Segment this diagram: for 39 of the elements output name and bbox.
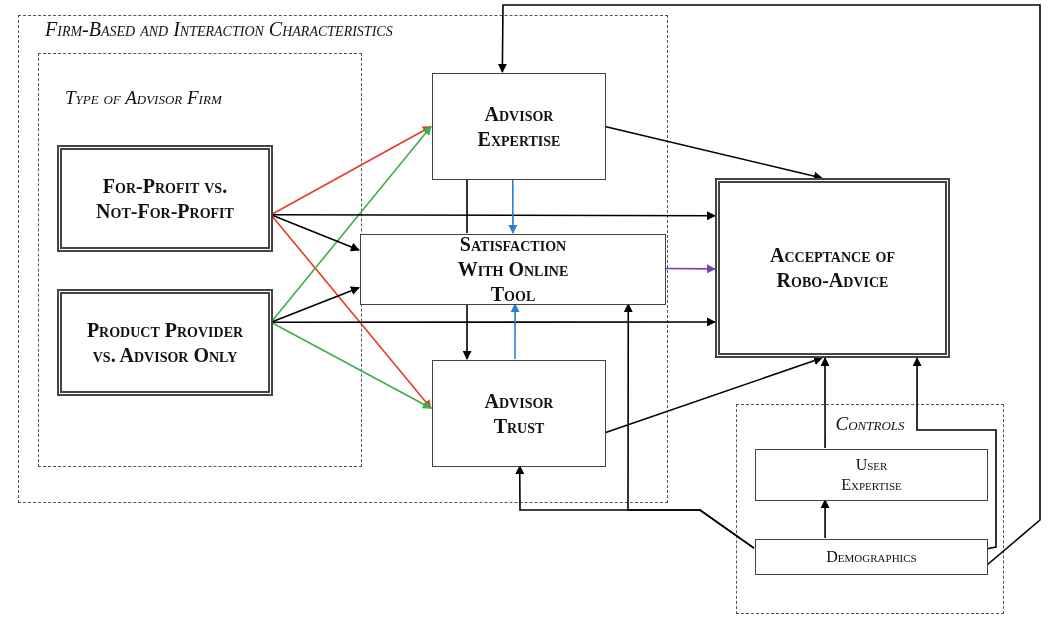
arrow [623,303,755,549]
box-label: Satisfaction With Online Tool [456,232,570,307]
box-label: Product Provider vs. Advisor Only [85,317,245,368]
group-heading: Firm-Based and Interaction Characteristics [45,18,393,41]
construct-box [432,360,606,467]
arrow [604,125,823,181]
dashed-group-frame [38,53,362,467]
group-heading: Controls [834,413,906,435]
arrow [508,178,518,234]
box-label: Acceptance of Robo-Advice [769,243,896,293]
control-box [755,449,988,501]
box-label: For-Profit vs. Not-For-Profit [95,173,235,224]
dashed-group-frame [736,404,1004,614]
arrow [270,211,716,221]
box-label: Advisor Expertise [476,101,562,152]
arrow [510,303,520,360]
control-box [755,539,988,575]
box-label: Demographics [826,547,917,567]
dashed-group-frame [18,15,668,503]
arrow [497,4,1041,566]
double-bordered-box [715,178,950,358]
arrow [270,321,432,410]
arrow [912,357,997,550]
arrow [604,356,823,434]
box-label: User Expertise [840,455,903,495]
arrow [270,317,716,327]
arrow [270,286,360,324]
arrow [664,264,716,274]
arrow [462,303,472,360]
double-bordered-box [57,145,273,252]
double-bordered-box [57,289,273,396]
box-label: Advisor Trust [483,388,555,439]
arrow [820,499,830,539]
construct-box [360,234,666,305]
group-heading: Type of Advisor Firm [65,87,222,109]
arrow [820,357,830,449]
arrow [270,125,432,216]
arrow [270,213,360,252]
construct-box [432,73,606,180]
